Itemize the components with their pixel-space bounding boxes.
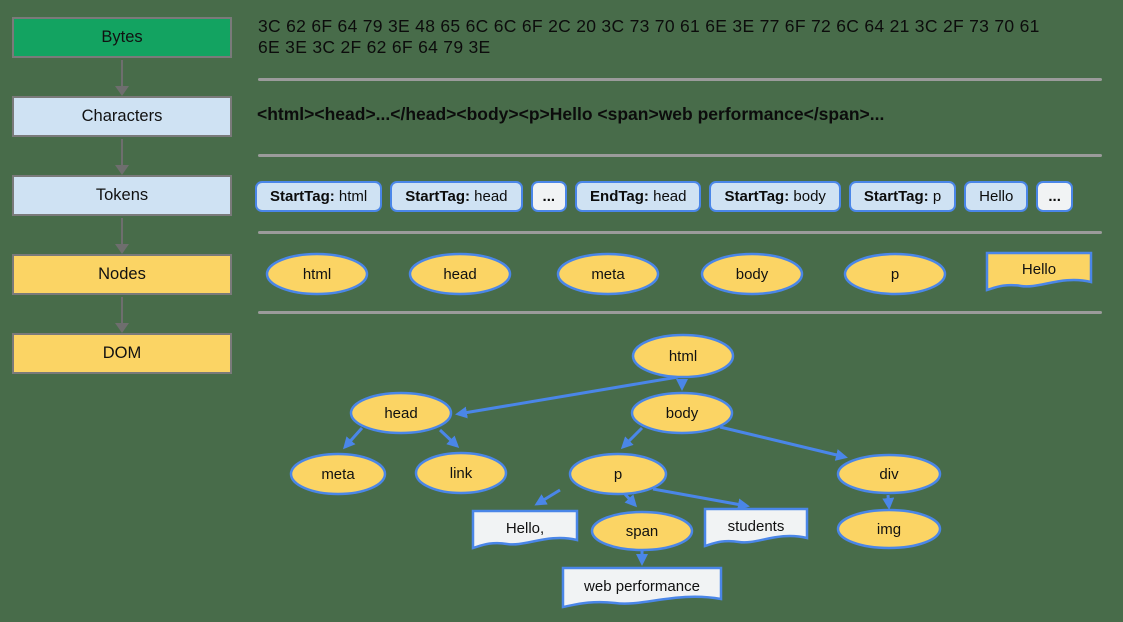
separator-3	[258, 231, 1102, 234]
token-type-label: StartTag:	[405, 188, 470, 205]
node-p-label: p	[891, 266, 899, 283]
down-arrow-line-1	[121, 60, 123, 88]
token-type-label: EndTag:	[590, 188, 649, 205]
separator-2	[258, 154, 1102, 157]
dom-node-head	[349, 391, 453, 435]
stage-box-dom: DOM	[12, 333, 232, 374]
token-chip-ellipsis-7: ...	[1036, 181, 1073, 212]
down-arrow-icon-2	[115, 165, 129, 175]
bytes-hex-line-2: 6E 3E 3C 2F 62 6F 64 79 3E	[258, 37, 491, 57]
nodes-row: html head meta body p Hello	[265, 251, 1093, 296]
stage-box-tokens: Tokens	[12, 175, 232, 216]
dom-node-div-label: div	[879, 466, 899, 483]
dom-node-html	[631, 333, 735, 379]
edge-body-div	[719, 425, 848, 461]
stage-box-characters: Characters	[12, 96, 232, 137]
down-arrow-line-4	[121, 297, 123, 325]
dom-node-html-label: html	[669, 348, 697, 365]
token-chip-body: StartTag: body	[709, 181, 841, 212]
dom-node-p-label: p	[614, 466, 622, 483]
dom-node-span	[590, 510, 694, 552]
token-value: p	[928, 188, 942, 205]
token-chip-p: StartTag: p	[848, 181, 957, 212]
edge-html-head	[455, 375, 679, 419]
dom-tree: html head body meta link p div span img …	[289, 333, 942, 609]
token-type-label: StartTag:	[724, 188, 790, 205]
dom-node-body-label: body	[666, 405, 699, 422]
node-head	[408, 252, 512, 296]
dom-node-span-label: span	[626, 523, 659, 540]
dom-node-img-label: img	[877, 521, 901, 538]
separator-4	[258, 311, 1102, 314]
node-p	[843, 252, 947, 296]
node-meta-label: meta	[591, 266, 625, 283]
down-arrow-line-2	[121, 139, 123, 167]
token-type-label: StartTag:	[863, 188, 929, 205]
down-arrow-icon-3	[115, 244, 129, 254]
dom-text-node-students-flag	[703, 507, 809, 548]
token-value: html	[334, 188, 368, 205]
stage-box-nodes: Nodes	[12, 254, 232, 295]
stage-label-bytes: Bytes	[101, 28, 143, 46]
node-html-label: html	[303, 266, 331, 283]
stage-label-nodes: Nodes	[98, 265, 146, 283]
edge-head-link	[438, 428, 460, 449]
stage-label-tokens: Tokens	[95, 186, 149, 204]
edge-p-students	[652, 487, 750, 511]
text-node-hello-label: Hello	[1022, 261, 1056, 278]
node-body	[700, 252, 804, 296]
token-value: head	[469, 188, 508, 205]
bytes-hex-line-1: 3C 62 6F 64 79 3E 48 65 6C 6C 6F 2C 20 3…	[258, 16, 1040, 36]
dom-text-node-hello-flag	[471, 509, 579, 550]
token-value: body	[789, 188, 826, 205]
down-arrow-icon-1	[115, 86, 129, 96]
dom-node-meta-label: meta	[321, 466, 355, 483]
edge-body-p	[620, 426, 644, 450]
text-node-hello-flag	[985, 251, 1093, 292]
dom-node-head-label: head	[384, 405, 417, 422]
stage-box-bytes: Bytes	[12, 17, 232, 58]
node-head-label: head	[443, 266, 476, 283]
dom-node-link	[414, 451, 508, 495]
dom-text-node-webperf-flag	[561, 566, 723, 609]
token-type-label: StartTag:	[270, 188, 335, 205]
edge-head-meta	[342, 426, 364, 450]
dom-node-img	[836, 508, 942, 550]
dom-text-node-students-label: students	[728, 518, 785, 535]
dom-node-body	[630, 391, 734, 435]
edge-p-hello	[534, 488, 561, 506]
dom-text-node-hello-label: Hello,	[506, 520, 544, 537]
dom-node-div	[836, 453, 942, 495]
node-body-label: body	[736, 266, 769, 283]
node-meta	[556, 252, 660, 296]
token-chip-ellipsis-2: ...	[530, 181, 568, 212]
token-chip-head: StartTag: head	[390, 181, 523, 212]
separator-1	[258, 78, 1102, 81]
token-chip-head: EndTag: head	[575, 181, 702, 212]
edge-div-img	[882, 494, 895, 510]
dom-node-p	[568, 452, 668, 496]
token-value: head	[648, 188, 687, 205]
characters-stream-text: <html><head>...</head><body><p>Hello <sp…	[257, 104, 885, 124]
node-html	[265, 252, 369, 296]
dom-node-meta	[289, 452, 387, 496]
dom-node-link-label: link	[450, 465, 473, 482]
bytes-hex-text: 3C 62 6F 64 79 3E 48 65 6C 6C 6F 2C 20 3…	[258, 16, 1040, 58]
down-arrow-line-3	[121, 218, 123, 246]
stage-label-dom: DOM	[102, 344, 142, 362]
token-chip-html: StartTag: html	[255, 181, 383, 212]
down-arrow-icon-4	[115, 323, 129, 333]
dom-text-node-webperf-label: web performance	[583, 578, 700, 595]
stage-label-characters: Characters	[81, 107, 163, 125]
token-chip-text-Hello: Hello	[964, 181, 1029, 212]
